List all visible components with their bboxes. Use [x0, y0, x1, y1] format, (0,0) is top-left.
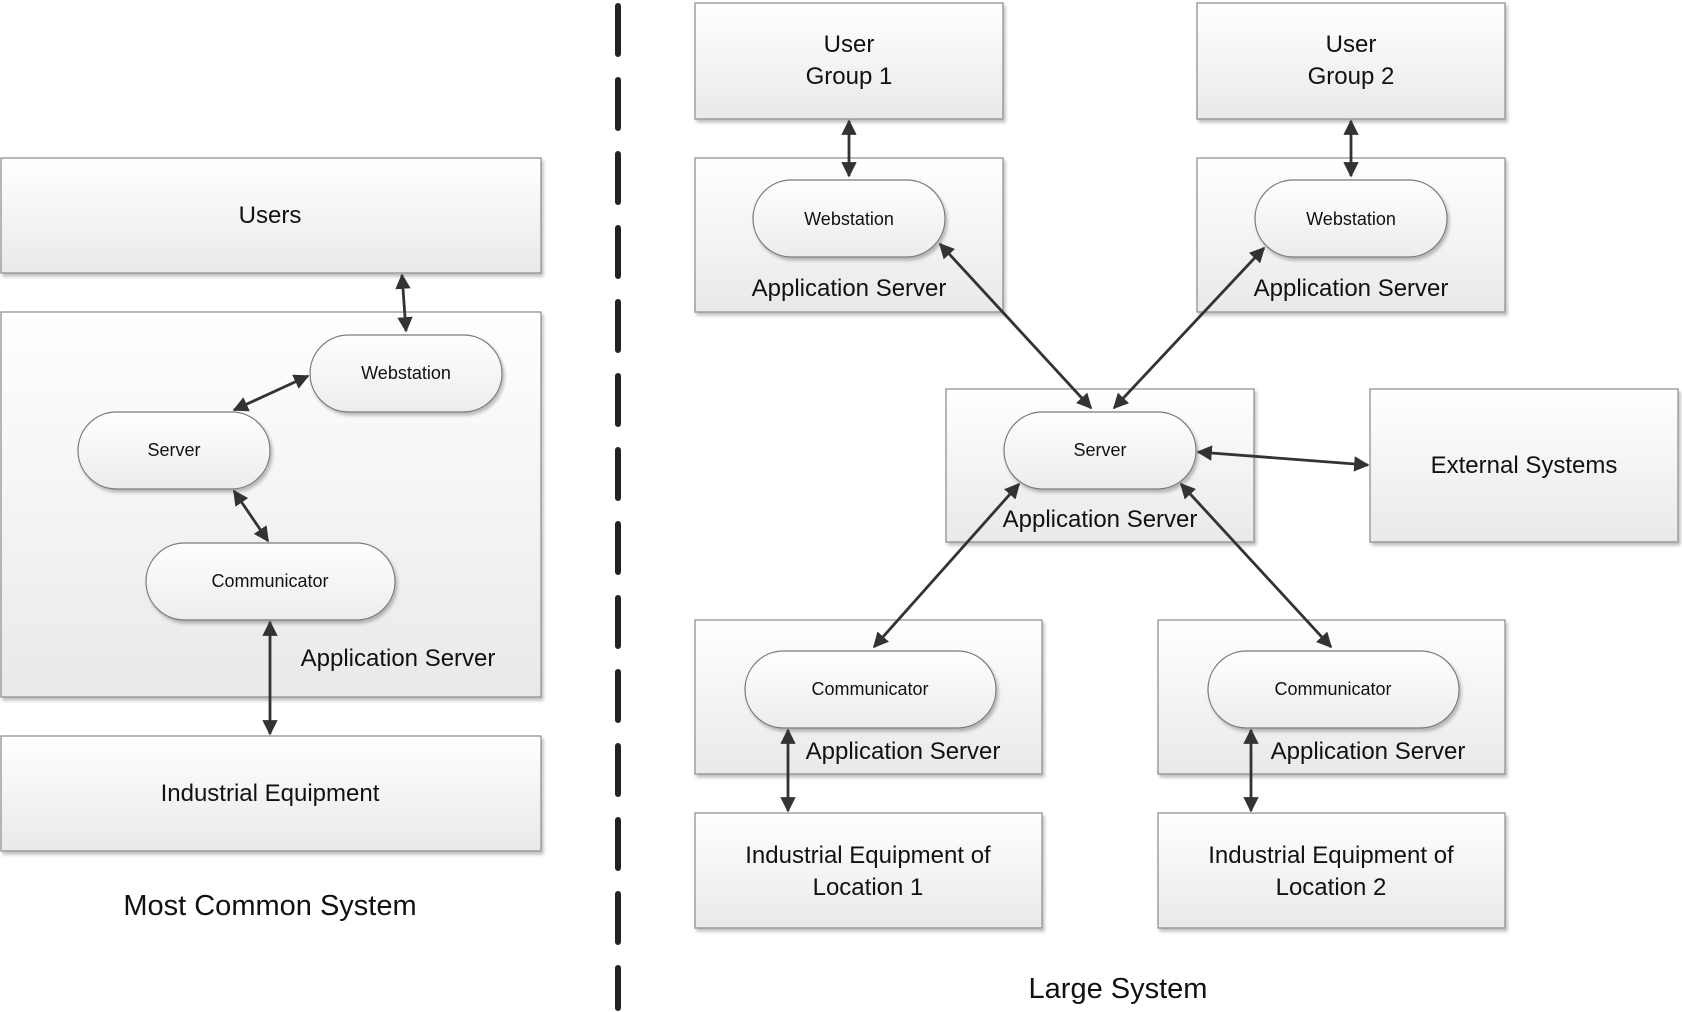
- app-server-top-1-label: Application Server: [752, 275, 947, 302]
- industrial-location-2-box: [1157, 812, 1506, 929]
- arrow-server-external: [1196, 445, 1370, 472]
- external-systems-label: External Systems: [1431, 452, 1618, 479]
- left-server-label: Server: [147, 440, 200, 460]
- app-server-bottom-1-label: Application Server: [806, 738, 1001, 765]
- industrial-location-1-line2: Location 1: [813, 874, 924, 901]
- arrow-webstation1-server: [938, 242, 1093, 410]
- arrow-webstation2-server: [1112, 246, 1266, 410]
- users-box: [0, 157, 542, 274]
- communicator-1-node: [744, 650, 997, 729]
- left-webstation-node: [309, 334, 503, 413]
- webstation-2-label: Webstation: [1306, 209, 1396, 229]
- arrow-server-communicator: [232, 489, 270, 543]
- user-group-1-box: [694, 2, 1004, 120]
- center-server-node: [1003, 411, 1197, 490]
- webstation-1-node: [752, 179, 946, 258]
- app-server-center-label: Application Server: [1003, 506, 1198, 533]
- user-group-2-box: [1196, 2, 1506, 120]
- industrial-location-1-box: [694, 812, 1043, 929]
- industrial-equipment-label: Industrial Equipment: [161, 780, 380, 807]
- webstation-1-label: Webstation: [804, 209, 894, 229]
- left-webstation-label: Webstation: [361, 363, 451, 383]
- industrial-equipment-box: [0, 735, 542, 852]
- user-group-1-line1: User: [824, 31, 875, 58]
- left-caption: Most Common System: [123, 890, 416, 922]
- left-communicator-label: Communicator: [211, 571, 328, 591]
- industrial-location-2-line1: Industrial Equipment of: [1208, 842, 1454, 869]
- arrow-server-communicator2: [1179, 482, 1333, 649]
- app-server-bottom-2-label: Application Server: [1271, 738, 1466, 765]
- user-group-2-line1: User: [1326, 31, 1377, 58]
- industrial-location-2-line2: Location 2: [1276, 874, 1387, 901]
- center-server-label: Server: [1073, 440, 1126, 460]
- arrow-server-communicator1: [872, 482, 1021, 649]
- webstation-2-node: [1254, 179, 1448, 258]
- arrow-users-webstation: [395, 273, 413, 333]
- user-group-1-line2: Group 1: [806, 63, 893, 90]
- communicator-2-label: Communicator: [1274, 679, 1391, 699]
- left-server-node: [77, 411, 271, 490]
- industrial-location-1-line1: Industrial Equipment of: [745, 842, 991, 869]
- left-communicator-node: [145, 542, 396, 621]
- arrow-webstation-server: [232, 374, 310, 412]
- right-caption: Large System: [1029, 973, 1208, 1005]
- user-group-2-line2: Group 2: [1308, 63, 1395, 90]
- left-app-server-label: Application Server: [301, 645, 496, 672]
- external-systems-box: [1369, 388, 1679, 543]
- communicator-2-node: [1207, 650, 1460, 729]
- communicator-1-label: Communicator: [811, 679, 928, 699]
- app-server-top-2-label: Application Server: [1254, 275, 1449, 302]
- users-label: Users: [239, 202, 302, 229]
